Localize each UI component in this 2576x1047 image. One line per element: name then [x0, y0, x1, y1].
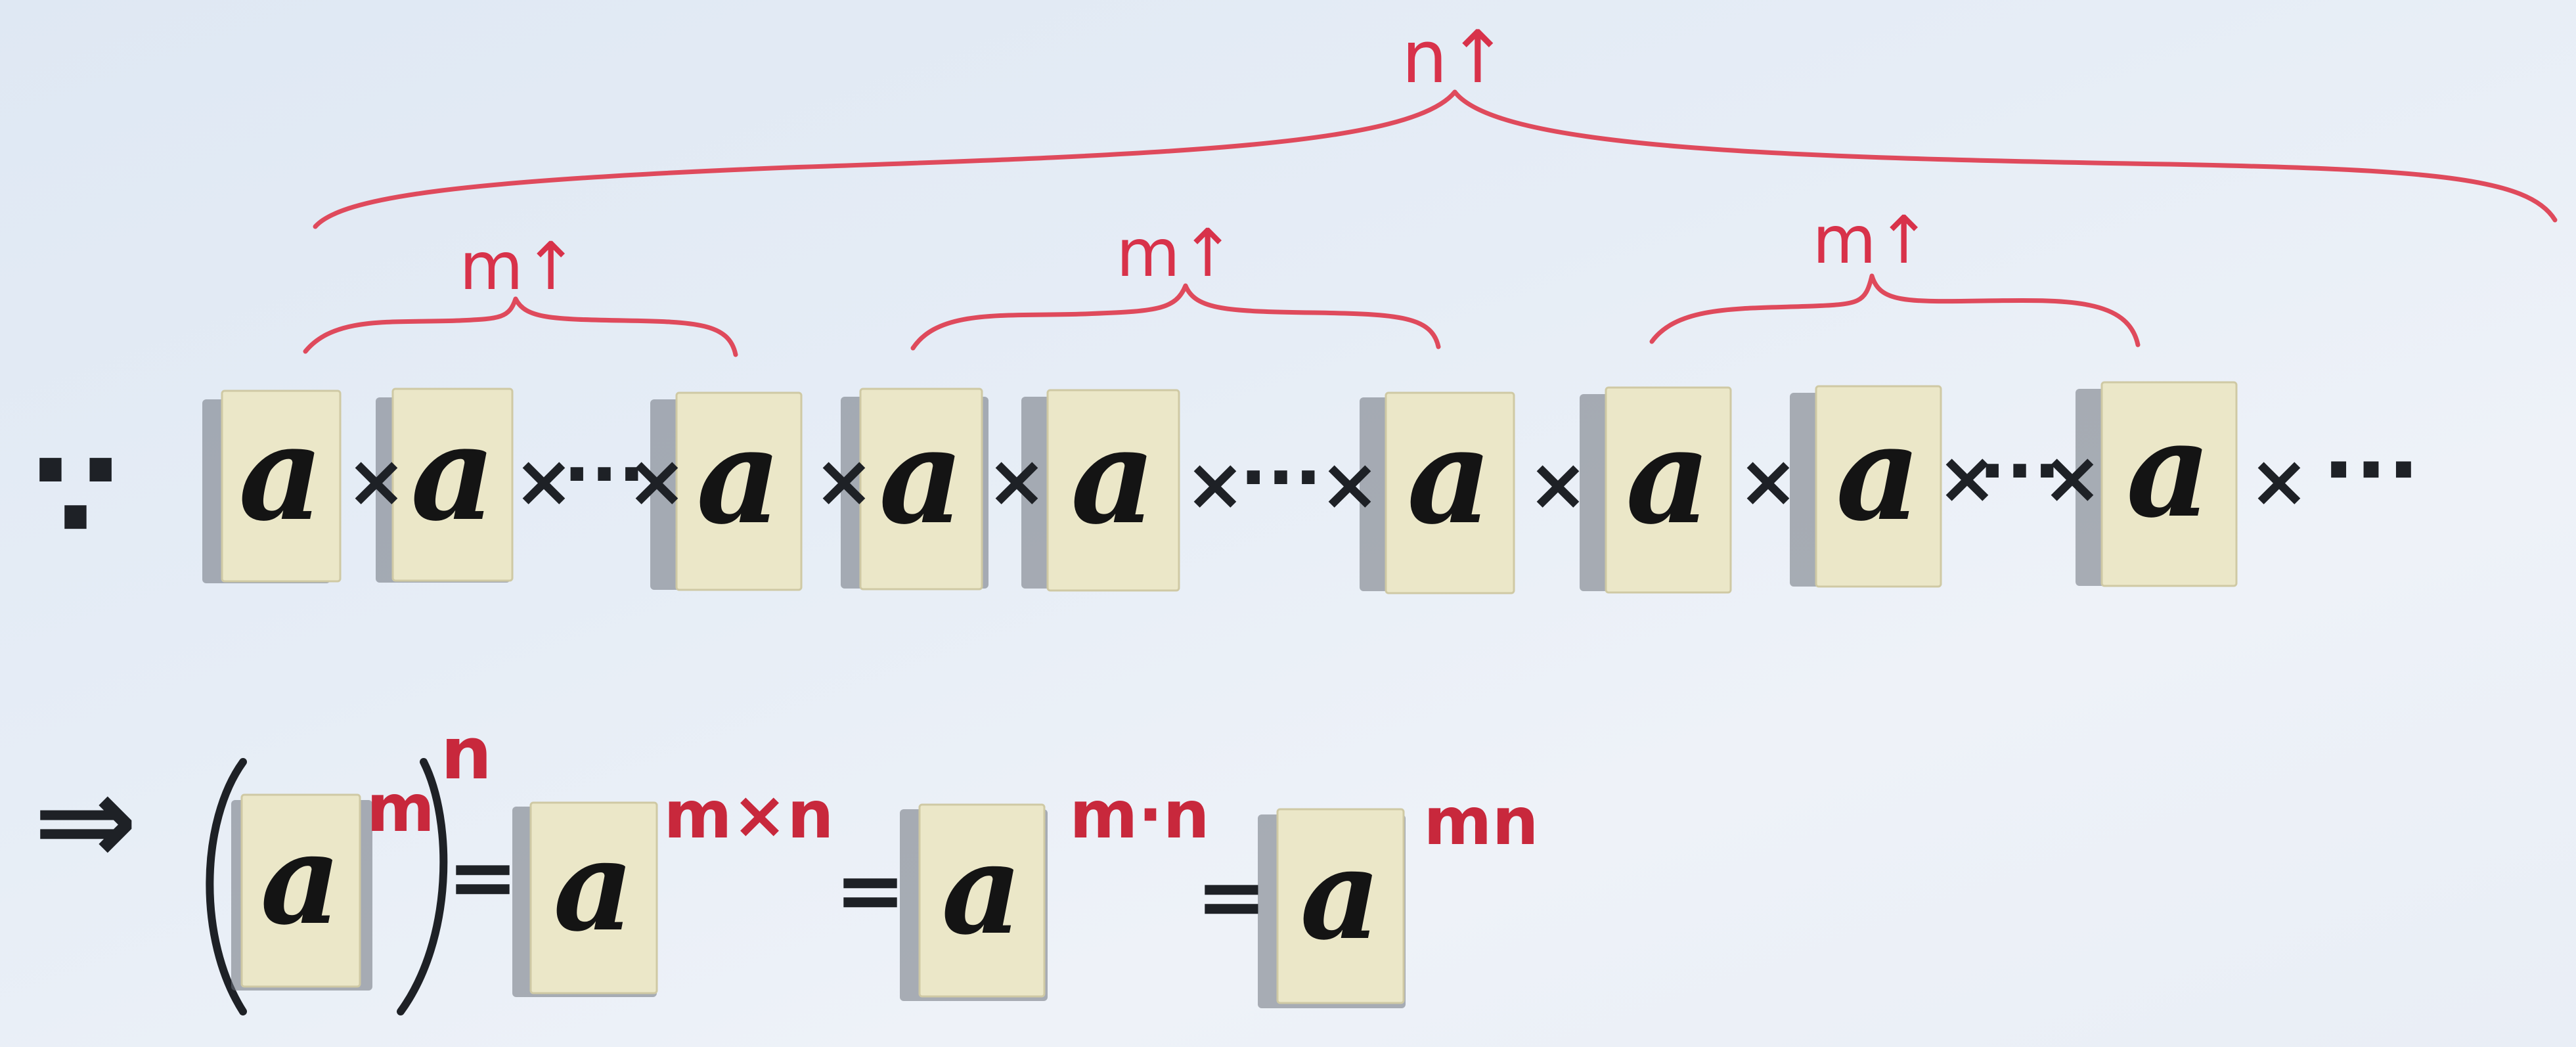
tile: a — [1580, 386, 1732, 594]
times-symbol: × — [2042, 435, 2102, 520]
ellipsis: ··· — [2322, 420, 2420, 520]
svg-text:a: a — [238, 396, 324, 550]
svg-text:a: a — [411, 396, 496, 550]
right-paren — [397, 758, 448, 1015]
implies-symbol: ⇒ — [33, 748, 137, 893]
tile: a — [231, 793, 372, 991]
outer-exponent: n — [441, 711, 492, 795]
group-brace-1 — [303, 296, 738, 357]
group-brace-2-label: m↑ — [1116, 215, 1235, 292]
exponent-m-dot-n: m·n — [1069, 776, 1209, 853]
times-symbol: × — [1185, 442, 1245, 526]
times-symbol: × — [814, 439, 874, 523]
times-symbol: × — [346, 439, 407, 523]
tile: a — [2076, 381, 2238, 587]
equals-sign: = — [835, 840, 906, 940]
tile: a — [841, 388, 988, 590]
svg-text:a: a — [260, 806, 341, 952]
svg-text:a: a — [1407, 399, 1492, 554]
ellipsis: ··· — [1978, 429, 2060, 513]
group-brace-3 — [1649, 273, 2141, 347]
svg-text:a: a — [941, 816, 1022, 962]
svg-text:a: a — [1836, 396, 1921, 550]
svg-text:a: a — [696, 399, 782, 554]
times-symbol: × — [1937, 435, 1997, 520]
times-symbol: × — [1528, 442, 1588, 526]
tile: a — [900, 803, 1048, 1001]
because-symbol: ∵ — [32, 423, 119, 568]
times-symbol: × — [1738, 439, 1798, 523]
svg-text:a: a — [1300, 821, 1381, 968]
group-brace-3-label: m↑ — [1812, 202, 1931, 278]
tile: a — [1258, 808, 1406, 1008]
times-symbol: × — [2249, 439, 2309, 523]
exponent-m-times-n: m×n — [663, 776, 833, 853]
operator-row: × × ··· × × × × ··· × × × × ··· × × ··· — [346, 420, 2420, 526]
outer-brace — [313, 89, 2558, 229]
tile: a — [376, 388, 514, 583]
tile: a — [1021, 389, 1180, 592]
times-symbol: × — [1320, 442, 1380, 526]
tile: a — [650, 391, 803, 591]
group-brace-1-label: m↑ — [459, 228, 578, 305]
equals-sign: = — [1196, 847, 1268, 947]
inner-exponent: m — [366, 770, 435, 847]
tile-row: a a a a a a a — [202, 381, 2238, 594]
tile: a — [512, 801, 658, 997]
group-brace-2 — [910, 283, 1441, 351]
left-paren — [206, 758, 247, 1015]
tile: a — [1360, 391, 1515, 594]
times-symbol: × — [627, 439, 687, 523]
tile: a — [202, 390, 342, 583]
tile: a — [1790, 385, 1942, 588]
svg-text:a: a — [1071, 399, 1156, 554]
outer-brace-label: n↑ — [1402, 15, 1508, 99]
svg-text:a: a — [1626, 399, 1711, 554]
svg-text:a: a — [879, 399, 964, 554]
equals-sign: = — [447, 827, 519, 927]
svg-text:a: a — [553, 813, 634, 959]
times-symbol: × — [514, 439, 574, 523]
exponent-mn: mn — [1423, 783, 1538, 860]
ellipsis: ··· — [563, 432, 645, 516]
times-symbol: × — [987, 439, 1047, 523]
ellipsis: ··· — [1239, 435, 1321, 520]
svg-text:a: a — [2126, 393, 2211, 547]
